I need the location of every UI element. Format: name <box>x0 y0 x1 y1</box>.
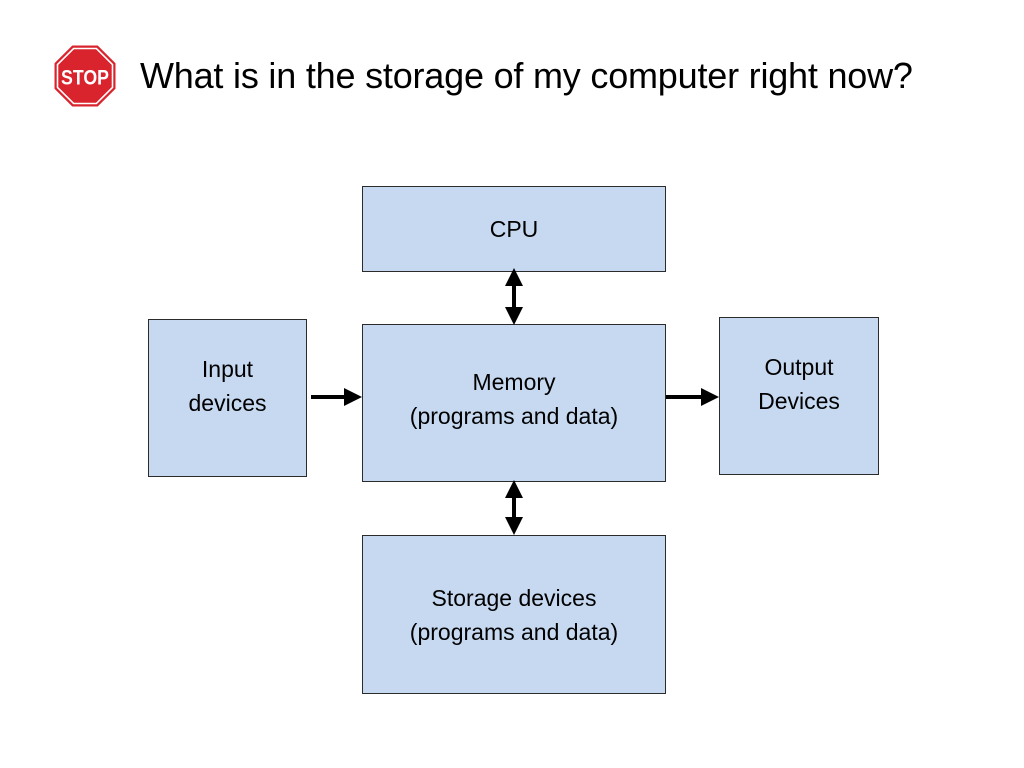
arrow-input-memory <box>311 388 362 406</box>
memory-box: Memory (programs and data) <box>362 324 666 482</box>
output-label-line1: Output <box>764 354 834 380</box>
output-label-line2: Devices <box>758 388 840 414</box>
memory-sublabel: (programs and data) <box>409 403 619 429</box>
arrow-memory-storage <box>505 480 523 535</box>
memory-label: Memory <box>472 369 556 395</box>
arrow-cpu-memory <box>505 268 523 325</box>
input-label-line1: Input <box>201 356 254 382</box>
cpu-label: CPU <box>489 216 539 242</box>
storage-devices-box: Storage devices (programs and data) <box>362 535 666 694</box>
stop-sign-octagon <box>54 45 116 107</box>
page-title: What is in the storage of my computer ri… <box>140 55 913 96</box>
cpu-box: CPU <box>362 186 666 272</box>
storage-sublabel: (programs and data) <box>409 618 619 645</box>
input-devices-box: Input devices <box>148 319 307 477</box>
stop-sign-icon: STOP <box>52 43 118 109</box>
arrow-memory-output <box>666 388 719 406</box>
output-devices-box: Output Devices <box>719 317 879 475</box>
storage-label: Storage devices <box>431 584 597 611</box>
stop-sign-label: STOP <box>61 67 109 90</box>
input-label-line2: devices <box>188 390 267 416</box>
